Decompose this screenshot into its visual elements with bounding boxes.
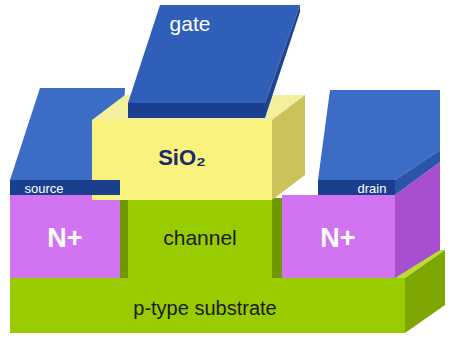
channel-front [128,198,272,278]
source-label: source [24,181,63,196]
gate-side [265,5,300,118]
n-plus-region: N+ [47,223,82,254]
node-text: source [24,181,63,196]
n-plus-front [282,195,395,278]
n-plus-front [10,195,120,278]
source-pad-front [10,180,120,195]
gate-front [128,103,265,118]
channel-side [120,198,128,278]
substrate-region: p-type substrate [133,297,276,320]
node-text: drain [358,181,387,196]
node-text: SiO₂ [158,145,206,171]
oxide-side [272,95,305,200]
drain-label: drain [358,181,387,196]
channel-side [272,198,282,278]
node-text: p-type substrate [133,297,276,320]
channel-region: channel [163,226,237,250]
n-plus-region: N+ [320,223,355,254]
drain-pad-side [395,150,440,195]
node-text: N+ [320,223,355,254]
node-text: channel [163,226,237,250]
node-text: gate [170,12,211,36]
oxide-label: SiO₂ [158,145,206,171]
drain-pad-front [318,180,395,195]
node-text: N+ [47,223,82,254]
substrate-front [10,278,405,333]
gate-label: gate [170,12,211,36]
